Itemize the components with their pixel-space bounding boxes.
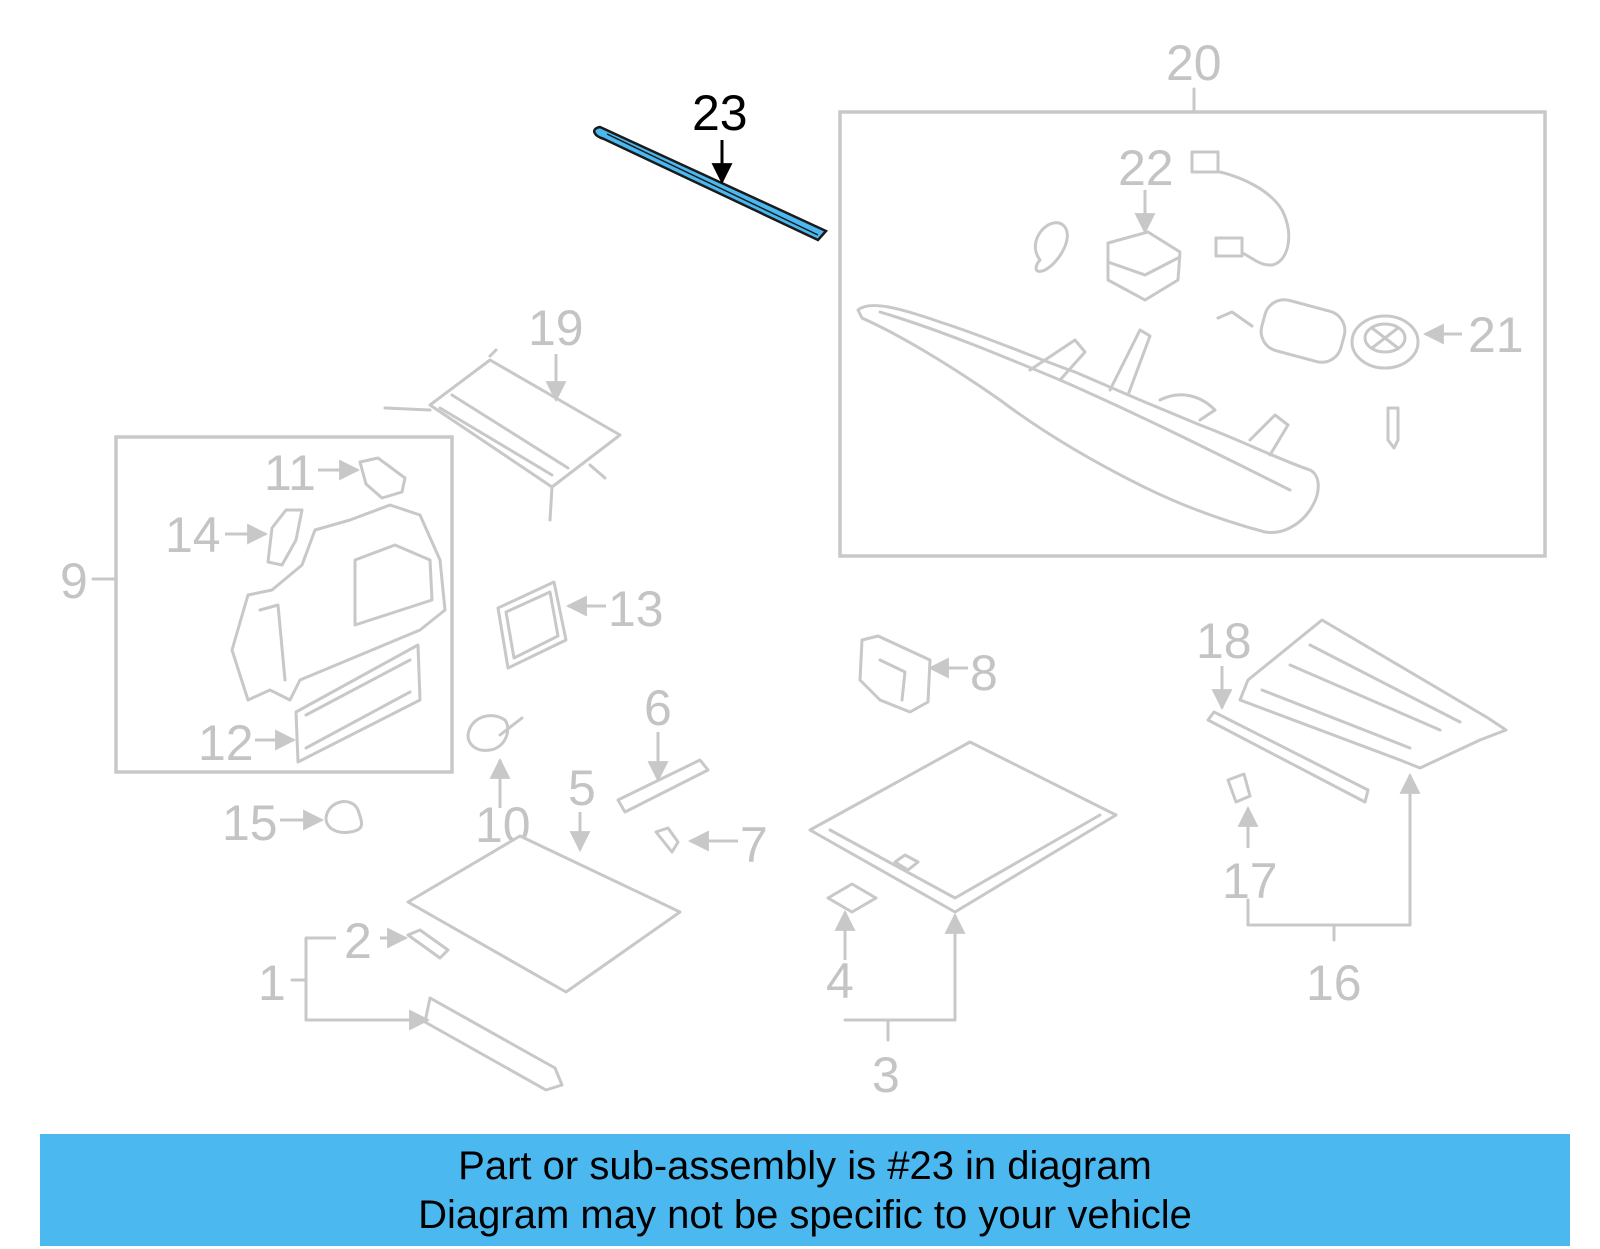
callout-8: 8 [970,645,998,701]
callout-9: 9 [60,553,88,609]
callout-22: 22 [1118,140,1174,196]
callout-12: 12 [198,715,254,771]
callout-15: 15 [222,795,278,851]
part-3-cargo-floor[interactable]: 4 3 [808,740,1118,1103]
callout-16: 16 [1306,955,1362,1011]
callout-19: 19 [528,300,584,356]
part-14-cover[interactable] [266,508,304,567]
part-6-sill-strip[interactable]: 6 [616,680,710,814]
part-2-clip[interactable] [406,928,450,960]
callout-13: 13 [608,581,664,637]
package-tray-panel [856,304,1320,535]
part-5-floor-panel[interactable]: 5 [406,760,682,994]
part-11-bracket[interactable] [358,456,407,500]
callout-14: 14 [165,507,221,563]
part-18-strip[interactable] [1206,710,1370,804]
callout-6: 6 [644,680,672,736]
banner-line-1: Part or sub-assembly is #23 in diagram [458,1144,1152,1188]
part-7-clip[interactable]: 7 [654,817,768,873]
wire-harness [1208,168,1291,267]
connector-top [1190,150,1220,174]
callout-1: 1 [258,955,286,1011]
part-21-sunshade-motor[interactable]: 21 [1216,295,1524,450]
banner-line-2: Diagram may not be specific to your vehi… [418,1193,1192,1237]
part-1-sill-plate [423,996,564,1092]
part-17-clip[interactable] [1226,772,1252,804]
callout-21: 21 [1468,307,1524,363]
callout-20: 20 [1166,35,1222,91]
callout-4: 4 [826,953,854,1009]
part-8-bracket[interactable]: 8 [858,634,998,714]
callout-5: 5 [568,760,596,816]
part-23-trim-strip[interactable]: 23 [592,85,829,242]
callout-2: 2 [344,913,372,969]
callout-3: 3 [872,1047,900,1103]
part-15-clip[interactable]: 15 [222,795,363,851]
callout-18: 18 [1196,613,1252,669]
part-13-access-cover[interactable]: 13 [496,580,664,670]
connector-bottom [1214,236,1244,258]
info-banner: Part or sub-assembly is #23 in diagram D… [40,1134,1570,1246]
part-12-panel[interactable] [294,643,422,764]
quarter-trim-panel [230,503,447,702]
part-9-quarter-trim-assembly[interactable]: 9 11 14 12 [60,435,454,774]
callout-11: 11 [264,445,316,501]
part-4-cover[interactable] [826,882,878,914]
part-19-cargo-cover[interactable]: 19 [383,300,622,522]
callout-17: 17 [1222,853,1278,909]
part-16-tonneau-assembly[interactable]: 18 17 16 [1196,613,1508,1011]
part-20-assembly[interactable]: 20 22 21 [838,35,1547,558]
part-1-trim-assembly[interactable]: 2 1 [258,913,564,1092]
group-box-9 [114,435,454,774]
part-10-fastener[interactable]: 10 [466,714,531,853]
callout-7: 7 [740,817,768,873]
callout-23: 23 [692,85,748,141]
clip-bracket [1033,221,1069,273]
